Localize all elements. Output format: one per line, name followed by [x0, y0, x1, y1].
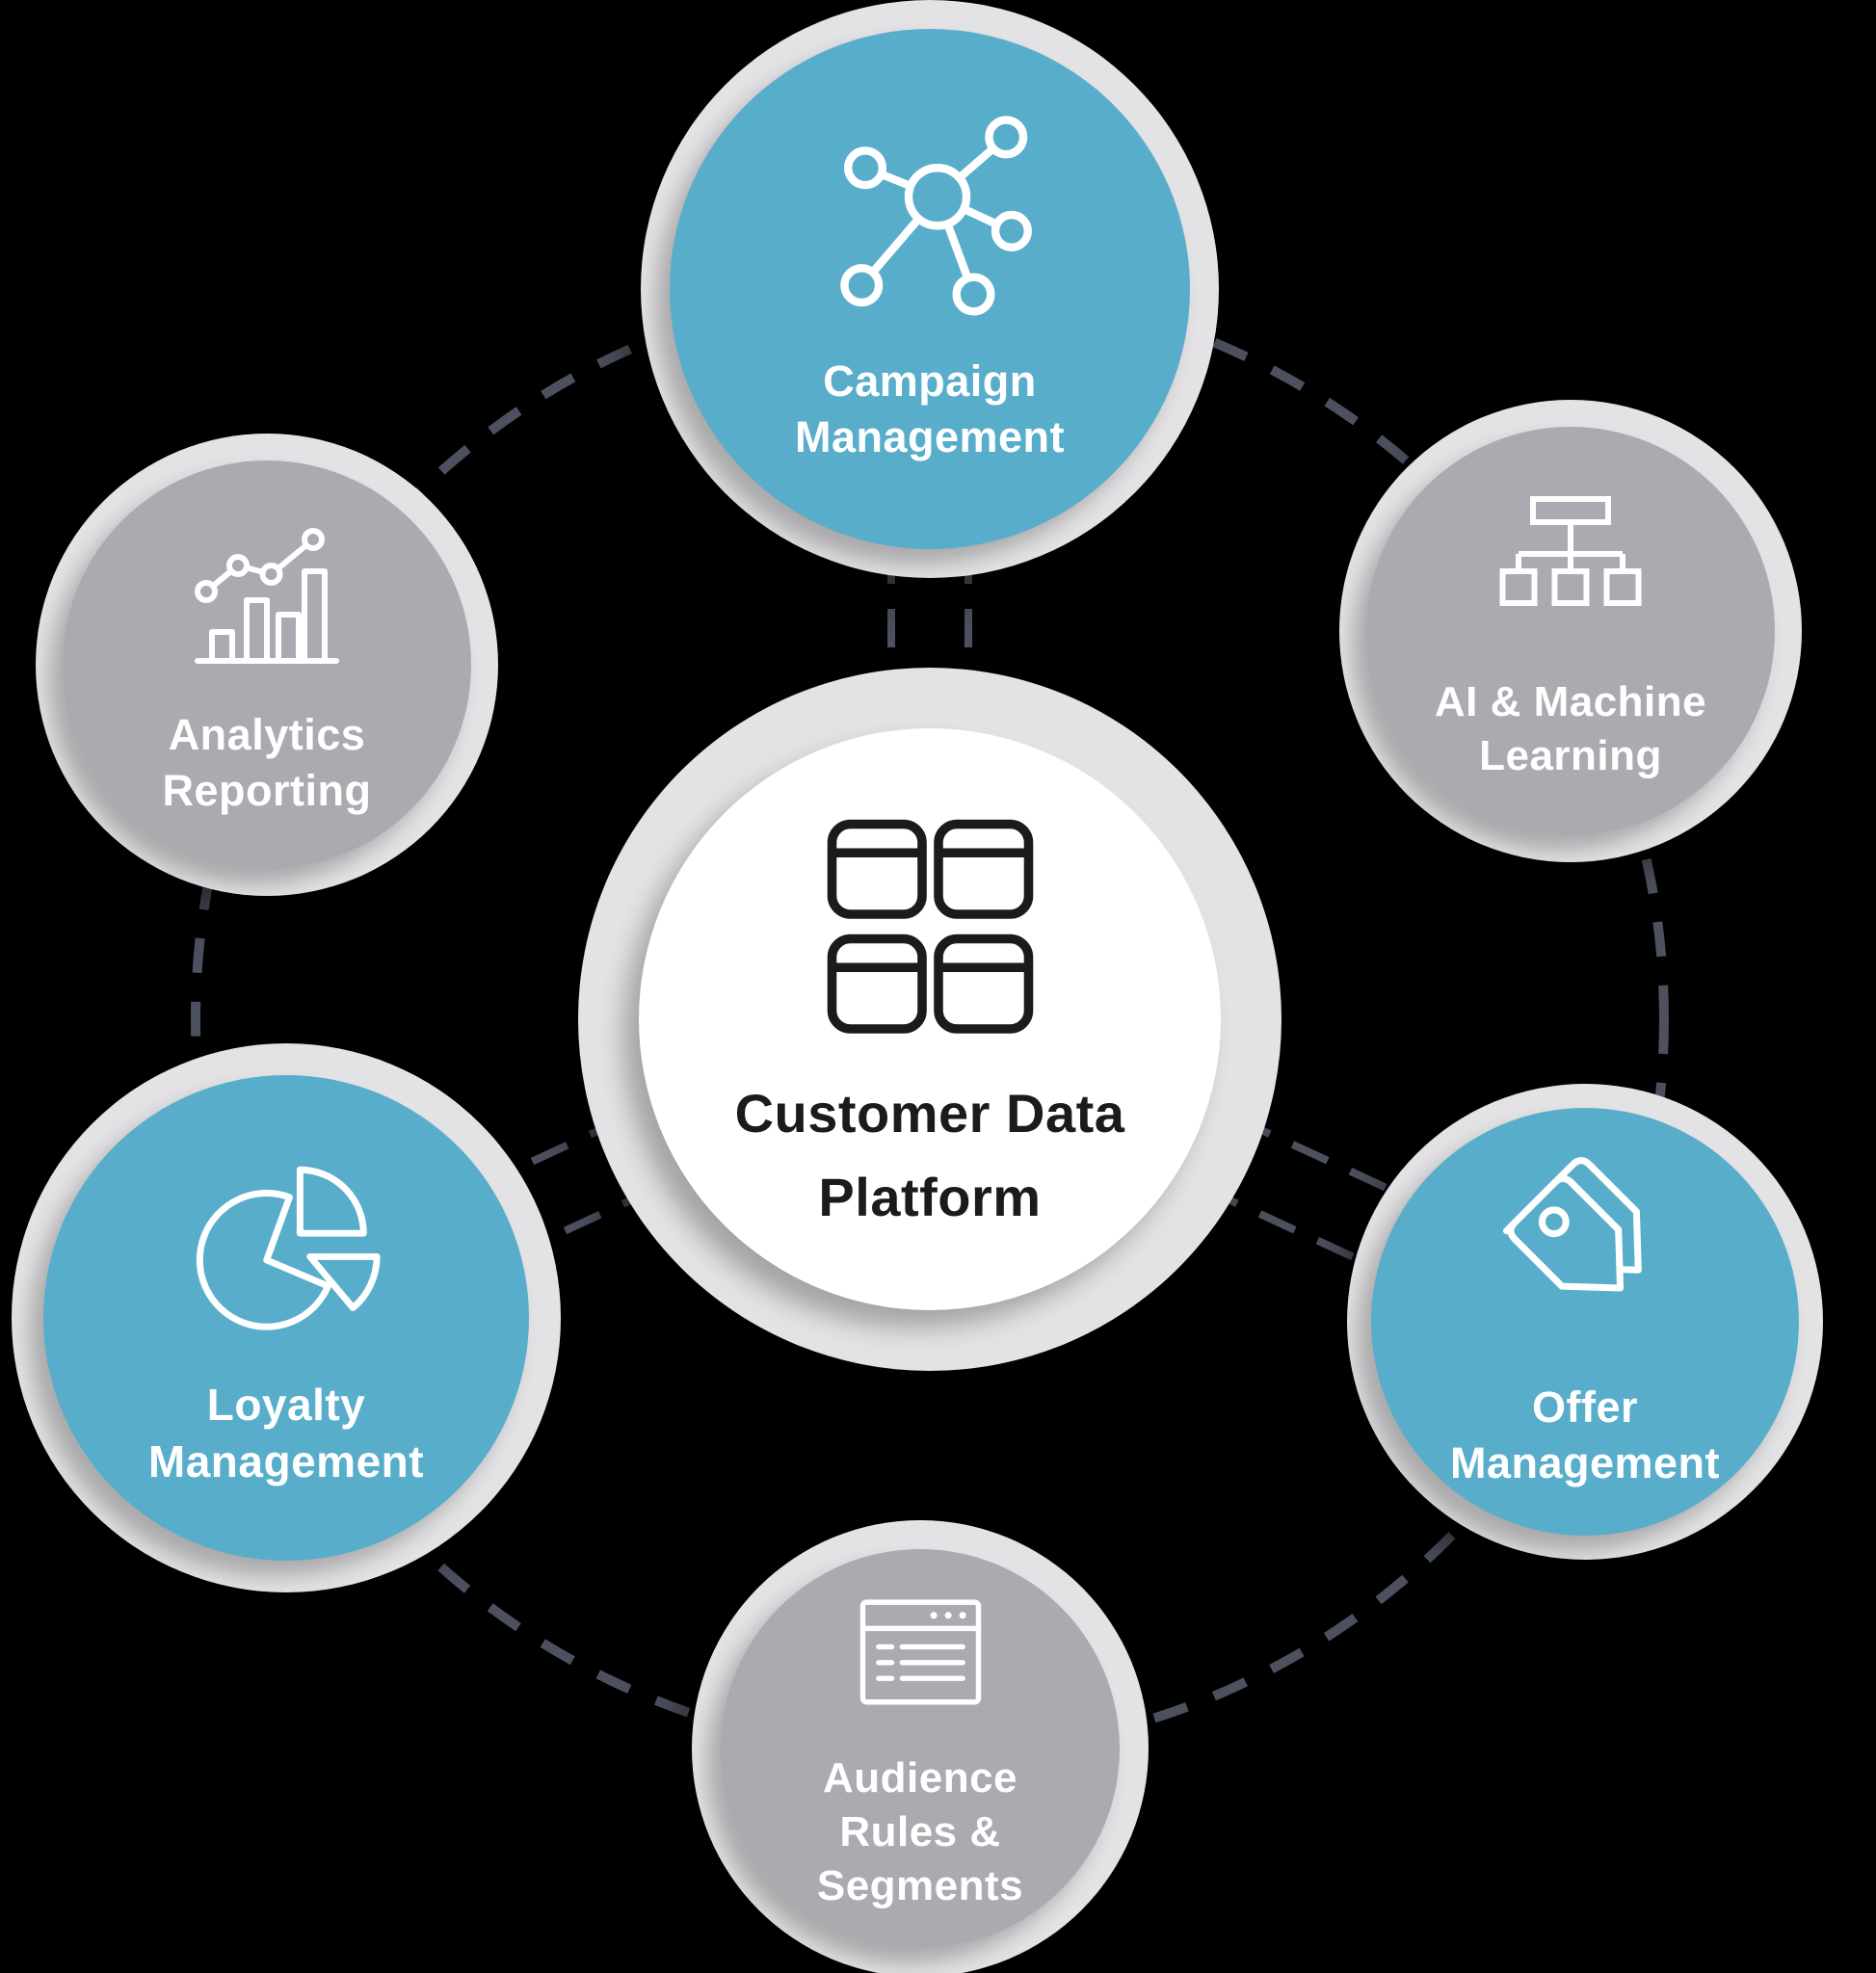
- node-label-loyalty-management: Loyalty Management: [147, 1379, 425, 1486]
- node-audience-rules-segments: Audience Rules & Segments: [692, 1520, 1149, 1973]
- node-label-analytics-reporting: Analytics Reporting: [162, 710, 372, 815]
- node-offer-management-face: Offer Management: [1371, 1108, 1799, 1536]
- node-loyalty-management: Loyalty Management: [12, 1043, 561, 1592]
- node-offer-management: Offer Management: [1347, 1084, 1823, 1560]
- node-ai-machine-learning: AI & Machine Learning: [1339, 400, 1802, 862]
- line-bar-chart-icon: [195, 528, 339, 665]
- node-customer-data-platform-face: Customer Data Platform: [639, 728, 1221, 1310]
- pie-chart-icon: [196, 1166, 381, 1330]
- node-label-ai-machine-learning: AI & Machine Learning: [1434, 677, 1707, 779]
- node-ai-machine-learning-face: AI & Machine Learning: [1366, 427, 1775, 835]
- tag-icon: [1502, 1157, 1642, 1292]
- node-analytics-reporting-face: Analytics Reporting: [63, 460, 471, 869]
- node-customer-data-platform: Customer Data Platform: [578, 668, 1281, 1371]
- browser-list-icon: [859, 1598, 981, 1704]
- node-campaign-management: Campaign Management: [641, 0, 1219, 578]
- hierarchy-icon: [1499, 495, 1642, 606]
- node-label-audience-rules-segments: Audience Rules & Segments: [816, 1753, 1024, 1910]
- node-label-offer-management: Offer Management: [1449, 1382, 1721, 1487]
- network-icon: [839, 116, 1032, 316]
- grid-icon: [827, 819, 1033, 1034]
- node-loyalty-management-face: Loyalty Management: [43, 1075, 529, 1561]
- node-label-customer-data-platform: Customer Data Platform: [734, 1082, 1125, 1227]
- node-campaign-management-face: Campaign Management: [670, 29, 1190, 549]
- node-analytics-reporting: Analytics Reporting: [36, 434, 498, 896]
- node-audience-rules-segments-face: Audience Rules & Segments: [721, 1549, 1120, 1948]
- node-label-campaign-management: Campaign Management: [794, 355, 1066, 461]
